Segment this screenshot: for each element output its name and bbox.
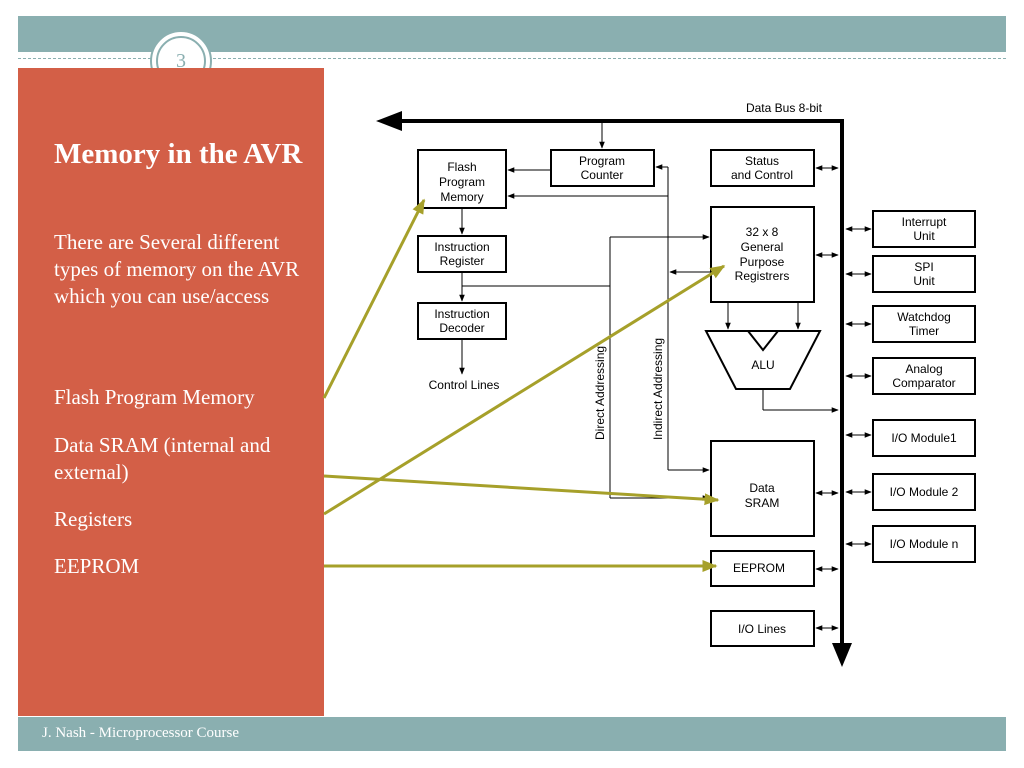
gp-registers-block: 32 x 8 General Purpose Registrers xyxy=(710,206,815,303)
svg-text:Instruction: Instruction xyxy=(434,307,489,321)
svg-text:I/O Module1: I/O Module1 xyxy=(891,431,957,445)
instruction-register-block: Instruction Register xyxy=(417,235,507,273)
svg-text:Program: Program xyxy=(439,175,485,189)
svg-text:Watchdog: Watchdog xyxy=(897,310,951,324)
internal-connections xyxy=(459,121,839,501)
svg-text:Comparator: Comparator xyxy=(892,376,955,390)
svg-text:Analog: Analog xyxy=(905,362,942,376)
control-lines-label: Control Lines xyxy=(429,378,500,392)
status-control-block: Status and Control xyxy=(710,149,815,187)
bullet-eeprom: EEPROM xyxy=(54,554,140,578)
svg-text:Register: Register xyxy=(440,254,485,268)
pointer-flash xyxy=(322,198,426,399)
eeprom-block: EEPROM xyxy=(710,550,815,587)
pointer-sram xyxy=(323,474,720,506)
program-counter-block: Program Counter xyxy=(550,149,655,187)
direct-addressing-label: Direct Addressing xyxy=(593,346,607,440)
analog-comparator-block: Analog Comparator xyxy=(872,357,976,395)
bus-connectors xyxy=(815,165,872,631)
svg-text:ALU: ALU xyxy=(751,358,774,372)
svg-text:Interrupt: Interrupt xyxy=(902,215,947,229)
svg-text:Flash: Flash xyxy=(447,160,476,174)
indirect-addressing-label: Indirect Addressing xyxy=(651,338,665,440)
content-panel xyxy=(18,68,324,716)
svg-text:Counter: Counter xyxy=(581,168,624,182)
io-lines-block: I/O Lines xyxy=(710,610,815,647)
svg-text:Data: Data xyxy=(749,481,775,495)
svg-text:Timer: Timer xyxy=(909,324,939,338)
svg-text:General: General xyxy=(741,240,784,254)
svg-text:and Control: and Control xyxy=(731,168,793,182)
alu-block: ALU xyxy=(704,330,822,390)
svg-text:32 x 8: 32 x 8 xyxy=(746,225,779,239)
svg-text:Unit: Unit xyxy=(913,274,935,288)
data-bus-label: Data Bus 8-bit xyxy=(746,101,823,115)
data-sram-block: Data SRAM xyxy=(710,440,815,537)
svg-text:I/O Lines: I/O Lines xyxy=(738,622,786,636)
bullet-registers: Registers xyxy=(54,507,133,531)
flash-memory-block: Flash Program Memory xyxy=(417,149,507,209)
svg-text:Unit: Unit xyxy=(913,229,935,243)
footer-band: J. Nash - Microprocessor Course xyxy=(18,717,1006,751)
svg-text:Instruction: Instruction xyxy=(434,240,489,254)
svg-text:I/O Module n: I/O Module n xyxy=(890,537,959,551)
svg-text:I/O Module 2: I/O Module 2 xyxy=(890,485,959,499)
slide-title: Memory in the AVR xyxy=(54,138,303,170)
io-module-1-block: I/O Module1 xyxy=(872,419,976,457)
bullet-flash: Flash Program Memory xyxy=(54,385,255,409)
svg-text:Registrers: Registrers xyxy=(735,269,790,283)
intro-paragraph: There are Several different types of mem… xyxy=(54,230,300,308)
footer-text: J. Nash - Microprocessor Course xyxy=(42,725,240,741)
pointer-arrows xyxy=(322,198,726,572)
watchdog-timer-block: Watchdog Timer xyxy=(872,305,976,343)
bullet-sram: Data SRAM (internal and external) xyxy=(54,433,271,484)
io-module-2-block: I/O Module 2 xyxy=(872,473,976,511)
io-module-n-block: I/O Module n xyxy=(872,525,976,563)
data-bus xyxy=(376,111,852,667)
svg-text:Memory: Memory xyxy=(440,190,483,204)
svg-text:EEPROM: EEPROM xyxy=(733,561,785,575)
svg-text:Status: Status xyxy=(745,154,779,168)
svg-text:SRAM: SRAM xyxy=(745,496,780,510)
header-divider xyxy=(18,58,1006,59)
instruction-decoder-block: Instruction Decoder xyxy=(417,302,507,340)
svg-text:Program: Program xyxy=(579,154,625,168)
svg-text:SPI: SPI xyxy=(914,260,933,274)
svg-text:Purpose: Purpose xyxy=(740,255,785,269)
svg-text:Decoder: Decoder xyxy=(439,321,484,335)
spi-unit-block: SPI Unit xyxy=(872,255,976,293)
interrupt-unit-block: Interrupt Unit xyxy=(872,210,976,248)
pointer-registers xyxy=(323,264,726,516)
